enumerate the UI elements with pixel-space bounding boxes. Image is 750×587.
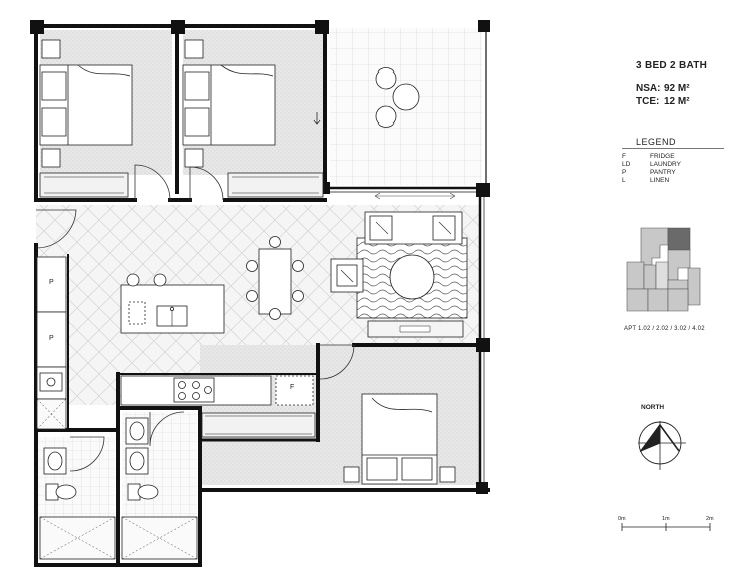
scale-label-2: 2m xyxy=(706,516,714,522)
legend-title: LEGEND xyxy=(636,137,677,147)
legend-label-fridge: FRIDGE xyxy=(650,153,675,160)
legend-code-pantry: P xyxy=(622,169,627,176)
legend-divider xyxy=(622,148,724,149)
columns xyxy=(30,20,490,494)
north-arrow xyxy=(638,421,686,470)
tce-label: TCE: xyxy=(636,96,660,107)
pantry-column xyxy=(36,256,67,430)
legend-label-linen: LINEN xyxy=(650,177,670,184)
bedroom-1-furniture xyxy=(39,39,133,198)
dining-furniture xyxy=(246,236,304,320)
pantry-label-lower: P xyxy=(49,335,54,342)
balcony-furniture xyxy=(375,67,420,128)
pantry-label-upper: P xyxy=(49,279,54,286)
kitchen-bench xyxy=(120,375,314,406)
legend-code-linen: L xyxy=(622,177,626,184)
bathroom-fixtures xyxy=(121,417,198,560)
bedroom-2-furniture xyxy=(182,39,324,198)
unit-type-title: 3 BED 2 BATH xyxy=(636,60,708,71)
nsa-label: NSA: xyxy=(636,83,661,94)
scale-bar xyxy=(621,523,711,531)
legend-code-laundry: LD xyxy=(622,161,631,168)
key-plan-caption: APT 1.02 / 2.02 / 3.02 / 4.02 xyxy=(624,326,705,332)
walls xyxy=(34,24,490,567)
nsa-value: 92 M² xyxy=(664,83,690,94)
living-furniture xyxy=(330,211,468,338)
master-wardrobe xyxy=(201,412,316,438)
master-bed xyxy=(343,393,456,485)
scale-label-1: 1m xyxy=(662,516,670,522)
scale-label-0: 0m xyxy=(618,516,626,522)
legend-code-fridge: F xyxy=(622,153,626,160)
tce-value: 12 M² xyxy=(664,96,690,107)
sliding-door-arrow xyxy=(374,192,456,200)
fridge-label: F xyxy=(290,384,295,391)
legend-label-pantry: PANTRY xyxy=(650,169,676,176)
key-plan xyxy=(626,227,701,312)
ensuite-fixtures xyxy=(39,447,116,560)
legend-label-laundry: LAUNDRY xyxy=(650,161,681,168)
north-label: NORTH xyxy=(641,404,665,411)
kitchen-island xyxy=(120,273,225,334)
